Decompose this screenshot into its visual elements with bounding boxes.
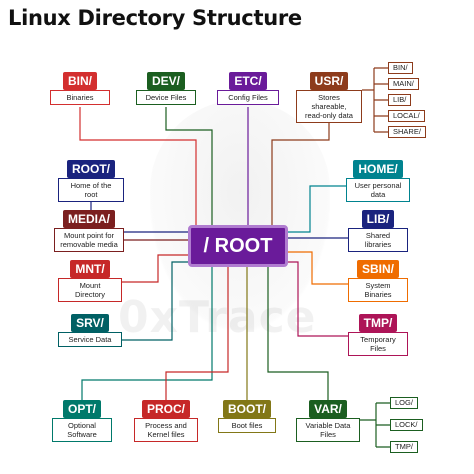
node-media: MEDIA/ Mount point for removable media (54, 210, 124, 252)
node-root-dir: ROOT/ Home of the root (58, 160, 124, 202)
node-lib: LIB/ Shared libraries (348, 210, 408, 252)
node-dev: DEV/ Device Files (136, 72, 196, 105)
connector-opt (81, 267, 213, 400)
node-srv-label: SRV/ (71, 314, 109, 332)
node-dev-label: DEV/ (146, 72, 185, 90)
connector-dev (165, 107, 213, 225)
node-etc-desc: Config Files (217, 90, 279, 105)
var-child-log: LOG/ (390, 397, 418, 409)
node-opt-label: OPT/ (62, 400, 101, 418)
node-root-dir-desc: Home of the root (58, 178, 124, 202)
var-child-lock: LOCK/ (390, 419, 423, 431)
node-boot: BOOT/ Boot files (218, 400, 276, 433)
connector-bin (79, 107, 197, 225)
node-home-desc: User personal data (346, 178, 410, 202)
node-home: HOME/ User personal data (346, 160, 410, 202)
node-srv: SRV/ Service Data (58, 314, 122, 347)
usr-child-main: MAIN/ (388, 78, 419, 90)
node-lib-label: LIB/ (361, 210, 395, 228)
node-dev-desc: Device Files (136, 90, 196, 105)
node-srv-desc: Service Data (58, 332, 122, 347)
var-child-tmp: TMP/ (390, 441, 418, 453)
node-root-dir-label: ROOT/ (67, 160, 115, 178)
node-tmp-label: TMP/ (358, 314, 398, 332)
usr-child-share: SHARE/ (388, 126, 426, 138)
connector-var-children (360, 402, 390, 448)
node-bin-desc: Binaries (50, 90, 110, 105)
node-media-label: MEDIA/ (63, 210, 115, 228)
node-var: VAR/ Variable Data Files (296, 400, 360, 442)
node-mnt-desc: Mount Directory (58, 278, 122, 302)
node-etc-label: ETC/ (229, 72, 267, 90)
usr-child-lib: LIB/ (388, 94, 412, 106)
node-etc: ETC/ Config Files (217, 72, 279, 105)
usr-child-local: LOCAL/ (388, 110, 425, 122)
node-bin-label: BIN/ (63, 72, 97, 90)
node-mnt: MNT/ Mount Directory (58, 260, 122, 302)
node-var-desc: Variable Data Files (296, 418, 360, 442)
node-media-desc: Mount point for removable media (54, 228, 124, 252)
root-node: / ROOT (188, 225, 288, 267)
hooded-figure-watermark (150, 100, 330, 330)
connector-sbin (288, 251, 348, 285)
node-proc-label: PROC/ (141, 400, 190, 418)
page-title: Linux Directory Structure (8, 6, 302, 30)
node-home-label: HOME/ (353, 160, 403, 178)
usr-child-bin: BIN/ (388, 62, 413, 74)
node-sbin-label: SBIN/ (356, 260, 399, 278)
node-usr: USR/ Stores shareable, read-only data (296, 72, 362, 123)
connector-proc (165, 267, 229, 400)
node-opt-desc: Optional Software (52, 418, 112, 442)
node-sbin: SBIN/ System Binaries (348, 260, 408, 302)
node-mnt-label: MNT/ (70, 260, 110, 278)
node-proc-desc: Process and Kernel files (134, 418, 198, 442)
connector-tmp (284, 261, 348, 337)
watermark-text: 0xTrace (118, 292, 317, 343)
node-usr-label: USR/ (309, 72, 349, 90)
node-sbin-desc: System Binaries (348, 278, 408, 302)
connector-usr (271, 109, 330, 225)
connector-mnt (122, 254, 188, 283)
node-boot-label: BOOT/ (223, 400, 271, 418)
connector-usr-children (362, 67, 388, 133)
node-opt: OPT/ Optional Software (52, 400, 112, 442)
node-bin: BIN/ Binaries (50, 72, 110, 105)
node-proc: PROC/ Process and Kernel files (134, 400, 198, 442)
connector-var (267, 267, 329, 400)
node-usr-desc: Stores shareable, read-only data (296, 90, 362, 123)
node-var-label: VAR/ (309, 400, 347, 418)
node-boot-desc: Boot files (218, 418, 276, 433)
node-tmp: TMP/ Temporary Files (348, 314, 408, 356)
connector-srv (122, 261, 196, 341)
connector-home (288, 185, 346, 233)
node-lib-desc: Shared libraries (348, 228, 408, 252)
node-tmp-desc: Temporary Files (348, 332, 408, 356)
